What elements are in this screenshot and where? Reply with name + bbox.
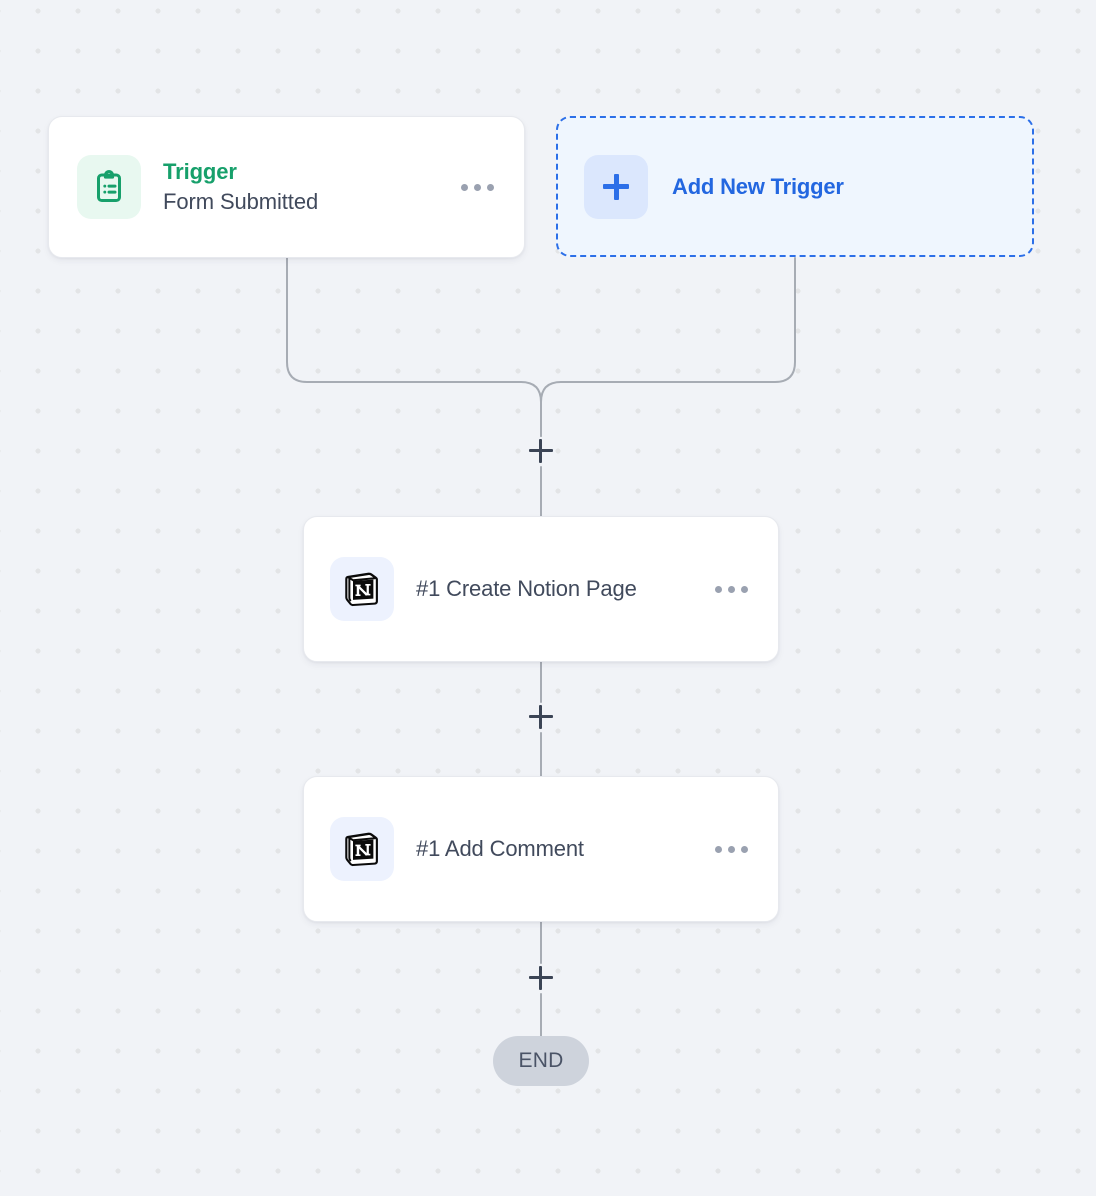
clipboard-list-icon bbox=[77, 155, 141, 219]
trigger-card-menu-button[interactable] bbox=[457, 174, 498, 201]
plus-icon-tile bbox=[584, 154, 648, 219]
ellipsis-dot-2 bbox=[728, 585, 735, 593]
notion-logo-icon bbox=[330, 557, 394, 621]
add-step-before-end-button[interactable] bbox=[526, 963, 556, 993]
ellipsis-dot-2 bbox=[728, 845, 735, 853]
ellipsis-dot-1 bbox=[715, 585, 722, 593]
action-card-create-notion-page[interactable]: #1 Create Notion Page bbox=[303, 516, 779, 662]
trigger-card[interactable]: Trigger Form Submitted bbox=[48, 116, 525, 258]
action-card-menu-button[interactable] bbox=[711, 576, 752, 603]
ellipsis-dot-3 bbox=[741, 845, 748, 853]
add-new-trigger-card[interactable]: Add New Trigger bbox=[556, 116, 1034, 257]
action-card-add-comment[interactable]: #1 Add Comment bbox=[303, 776, 779, 922]
action-title: #1 Add Comment bbox=[416, 836, 584, 861]
ellipsis-dot-1 bbox=[461, 183, 468, 191]
edge-trigger-to-merge bbox=[286, 257, 542, 437]
add-step-after-triggers-button[interactable] bbox=[526, 436, 556, 466]
trigger-name: Form Submitted bbox=[163, 189, 319, 215]
end-node: END bbox=[493, 1036, 589, 1086]
ellipsis-dot-3 bbox=[741, 585, 748, 593]
ellipsis-dot-3 bbox=[487, 183, 494, 191]
ellipsis-dot-2 bbox=[474, 183, 481, 191]
ellipsis-dot-1 bbox=[715, 845, 722, 853]
notion-logo-icon bbox=[330, 817, 394, 881]
trigger-card-text: Trigger Form Submitted bbox=[163, 157, 457, 217]
trigger-kicker: Trigger bbox=[163, 159, 237, 185]
action-title: #1 Create Notion Page bbox=[416, 576, 637, 601]
edge-addtrigger-to-merge bbox=[540, 257, 796, 437]
add-step-between-actions-button[interactable] bbox=[526, 702, 556, 732]
action-card-menu-button[interactable] bbox=[711, 836, 752, 863]
plus-icon bbox=[603, 173, 629, 200]
add-new-trigger-label: Add New Trigger bbox=[672, 173, 844, 199]
